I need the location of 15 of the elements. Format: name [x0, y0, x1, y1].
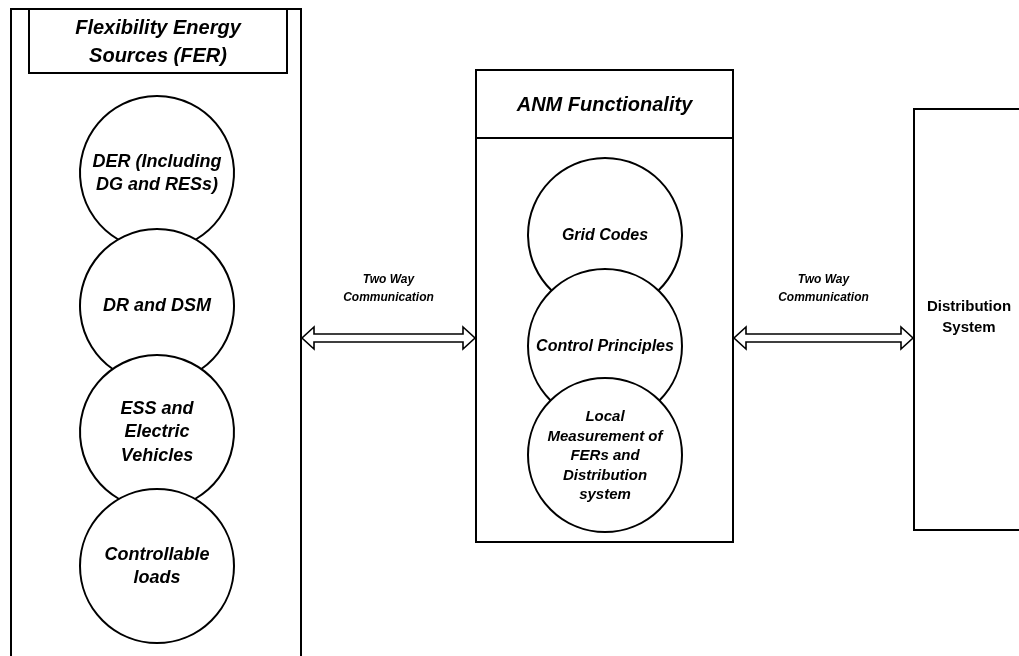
circle-label: Grid Codes — [560, 224, 650, 245]
panel-heading: ANM Functionality — [477, 71, 732, 139]
system-box — [913, 108, 1019, 531]
circle-label: DER (Including DG and RESs) — [91, 149, 223, 196]
circle-label: Local Measurement of FERs and Distribution system — [546, 406, 665, 504]
double-arrow — [732, 325, 915, 351]
group-panel — [475, 69, 734, 543]
box-label: Distribution System — [925, 296, 1013, 337]
circle-label: ESS and Electric Vehicles — [119, 396, 195, 467]
circle-label: Controllable loads — [103, 542, 211, 589]
circle-label: DR and DSM — [102, 294, 213, 318]
circle-label: Control Principles — [535, 335, 675, 356]
panel-heading: Flexibility Energy Sources (FER) — [28, 8, 288, 74]
double-arrow — [300, 325, 477, 351]
group-panel — [10, 8, 302, 656]
